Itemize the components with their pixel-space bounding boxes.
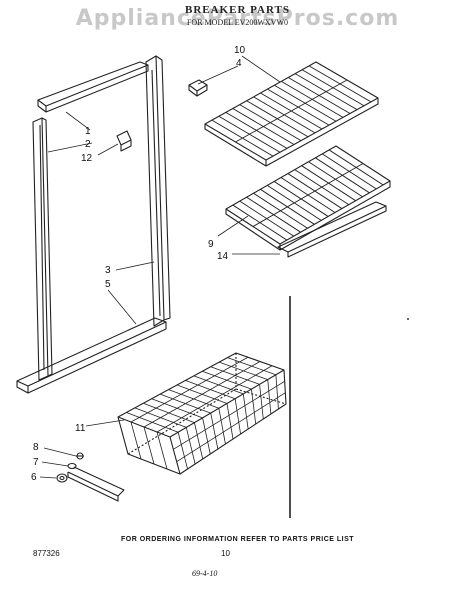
clip-part — [188, 79, 208, 97]
left-breaker-strip-part — [32, 117, 53, 381]
callout-3: 3 — [105, 265, 111, 276]
leader-lines — [39, 55, 281, 479]
ordering-info-note: FOR ORDERING INFORMATION REFER TO PARTS … — [120, 536, 355, 543]
bracket-part — [116, 130, 132, 152]
callout-1: 1 — [85, 126, 91, 137]
callout-2: 2 — [85, 139, 91, 150]
callout-8: 8 — [33, 442, 39, 453]
top-breaker-strip-part — [37, 61, 149, 113]
document-number: 877326 — [33, 549, 60, 558]
spacer-part — [56, 473, 68, 483]
callout-9: 9 — [208, 239, 214, 250]
watermark-logo: AppliancePartsPros.com — [75, 6, 400, 31]
washer-part — [67, 462, 77, 470]
model-subtitle: FOR MODEL EV200WXVW0 — [186, 18, 289, 27]
handwritten-date-mark: 69-4-10 — [192, 569, 218, 578]
shelf-trim-strip-part — [277, 201, 387, 258]
screw-part — [76, 452, 84, 460]
lower-wire-shelf-part — [225, 145, 391, 251]
bottom-breaker-strip-part — [16, 317, 167, 394]
right-breaker-strip-part — [145, 55, 171, 327]
callout-7: 7 — [33, 457, 39, 468]
callout-6: 6 — [31, 472, 37, 483]
wire-basket-part — [117, 352, 287, 475]
callout-5: 5 — [105, 279, 111, 290]
callout-10: 10 — [234, 45, 246, 56]
basket-slide-rail-part — [67, 466, 125, 502]
callout-14: 14 — [217, 251, 229, 262]
diagram-title: BREAKER PARTS — [184, 4, 290, 16]
callout-11: 11 — [75, 423, 86, 434]
page-number: 10 — [221, 549, 230, 558]
callout-12: 12 — [81, 153, 93, 164]
callout-4: 4 — [236, 58, 242, 69]
upper-wire-shelf-part — [204, 61, 379, 167]
